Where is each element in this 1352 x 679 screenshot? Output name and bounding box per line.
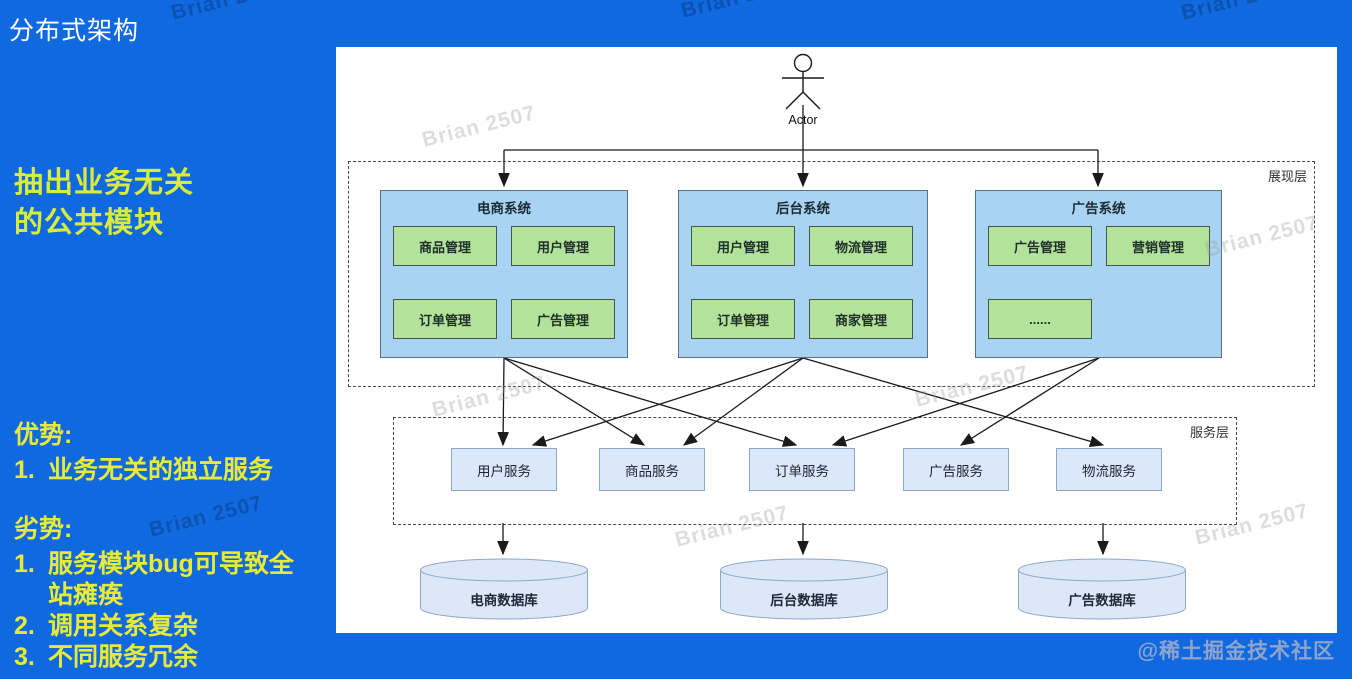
list-item-number: 2. [14, 612, 35, 640]
database-label: 广告数据库 [1068, 593, 1136, 608]
highlight-note: 抽出业务无关 的公共模块 [14, 163, 194, 243]
system-title: 电商系统 [477, 201, 531, 216]
advantages-heading: 优势: [14, 421, 73, 449]
system-title: 后台系统 [776, 201, 830, 216]
service-box: 用户服务 [451, 448, 557, 491]
list-item: 1. 业务无关的独立服务 [14, 455, 330, 486]
highlight-note-line2: 的公共模块 [14, 207, 165, 239]
list-item-number: 1. [14, 456, 35, 484]
list-item-text: 调用关系复杂 [48, 612, 199, 640]
service-layer-label: 服务层 [1189, 425, 1229, 440]
disadvantages-heading: 劣势: [14, 515, 73, 543]
list-item-text: 业务无关的独立服务 [48, 456, 274, 484]
system-box: 广告系统广告管理 营销管理...... [975, 190, 1222, 358]
database-label: 后台数据库 [770, 593, 838, 608]
disadvantages-section: 劣势: 1. 服务模块bug可导致全站瘫痪 2. 调用关系复杂 3. 不同服务冗余 [14, 509, 330, 673]
module-label: 商品管理 [418, 239, 471, 255]
module-box: 广告管理 [988, 226, 1092, 266]
module-box: 用户管理 [511, 226, 615, 266]
database-icon [720, 558, 888, 620]
system-title: 广告系统 [1071, 201, 1126, 216]
diagonal-watermark: Brian 2507 [1179, 0, 1298, 26]
database-cylinder: 电商数据库 [420, 558, 588, 620]
service-label: 物流服务 [1082, 463, 1136, 479]
service-label: 用户服务 [477, 463, 531, 479]
list-item-number: 3. [14, 643, 35, 671]
service-to-database-arrows [497, 523, 1109, 556]
module-label: 广告管理 [536, 312, 589, 328]
system-box: 电商系统商品管理 用户管理订单管理 广告管理 [380, 190, 628, 358]
list-item: 3. 不同服务冗余 [14, 642, 330, 673]
module-box: 用户管理 [691, 226, 795, 266]
module-label: 订单管理 [418, 312, 471, 328]
system-box: 后台系统用户管理 物流管理订单管理 商家管理 [678, 190, 928, 358]
module-box: 物流管理 [809, 226, 913, 266]
highlight-note-line1: 抽出业务无关 [14, 167, 195, 199]
service-box: 物流服务 [1056, 448, 1162, 491]
list-item-number: 1. [14, 550, 35, 578]
service-box: 订单服务 [749, 448, 855, 491]
service-label: 订单服务 [775, 463, 829, 479]
module-label: 用户管理 [716, 239, 769, 255]
actor-icon [782, 53, 824, 110]
database-cylinder: 广告数据库 [1018, 558, 1186, 620]
module-box: 商家管理 [809, 299, 913, 339]
module-label: 订单管理 [716, 312, 769, 328]
slide-title: 分布式架构 [9, 17, 140, 45]
service-box: 商品服务 [599, 448, 705, 491]
module-label: 营销管理 [1131, 239, 1184, 255]
actor-label: Actor [788, 113, 818, 127]
list-item-text: 不同服务冗余 [48, 643, 199, 671]
database-cylinder: 后台数据库 [720, 558, 888, 620]
module-label: 商家管理 [834, 312, 887, 328]
advantages-list: 1. 业务无关的独立服务 [14, 455, 330, 486]
module-box: 广告管理 [511, 299, 615, 339]
module-label: 广告管理 [1013, 239, 1066, 255]
list-item: 1. 服务模块bug可导致全站瘫痪 [14, 549, 330, 611]
credit-watermark: @稀土掘金技术社区 [1137, 640, 1335, 663]
service-label: 广告服务 [929, 463, 983, 479]
module-label: 物流管理 [834, 239, 887, 255]
list-item: 2. 调用关系复杂 [14, 611, 330, 642]
database-label: 电商数据库 [470, 593, 538, 608]
module-box: 商品管理 [393, 226, 497, 266]
module-box: 订单管理 [691, 299, 795, 339]
diagram-panel: 展现层 服务层 [336, 47, 1337, 633]
advantages-section: 优势: 1. 业务无关的独立服务 [14, 415, 330, 486]
module-label: 用户管理 [536, 239, 589, 255]
presentation-layer-label: 展现层 [1267, 169, 1307, 184]
diagonal-watermark: Brian 2507 [169, 0, 288, 26]
service-box: 广告服务 [903, 448, 1009, 491]
database-icon [420, 558, 588, 620]
list-item-text: 服务模块bug可导致全站瘫痪 [48, 550, 294, 609]
module-box: ...... [988, 299, 1092, 339]
service-label: 商品服务 [625, 463, 679, 479]
module-box: 营销管理 [1106, 226, 1210, 266]
diagonal-watermark: Brian 2507 [419, 101, 539, 152]
diagonal-watermark: Brian 2507 [679, 0, 798, 24]
database-icon [1018, 558, 1186, 620]
module-label: ...... [1029, 311, 1051, 327]
module-box: 订单管理 [393, 299, 497, 339]
disadvantages-list: 1. 服务模块bug可导致全站瘫痪 2. 调用关系复杂 3. 不同服务冗余 [14, 549, 330, 673]
